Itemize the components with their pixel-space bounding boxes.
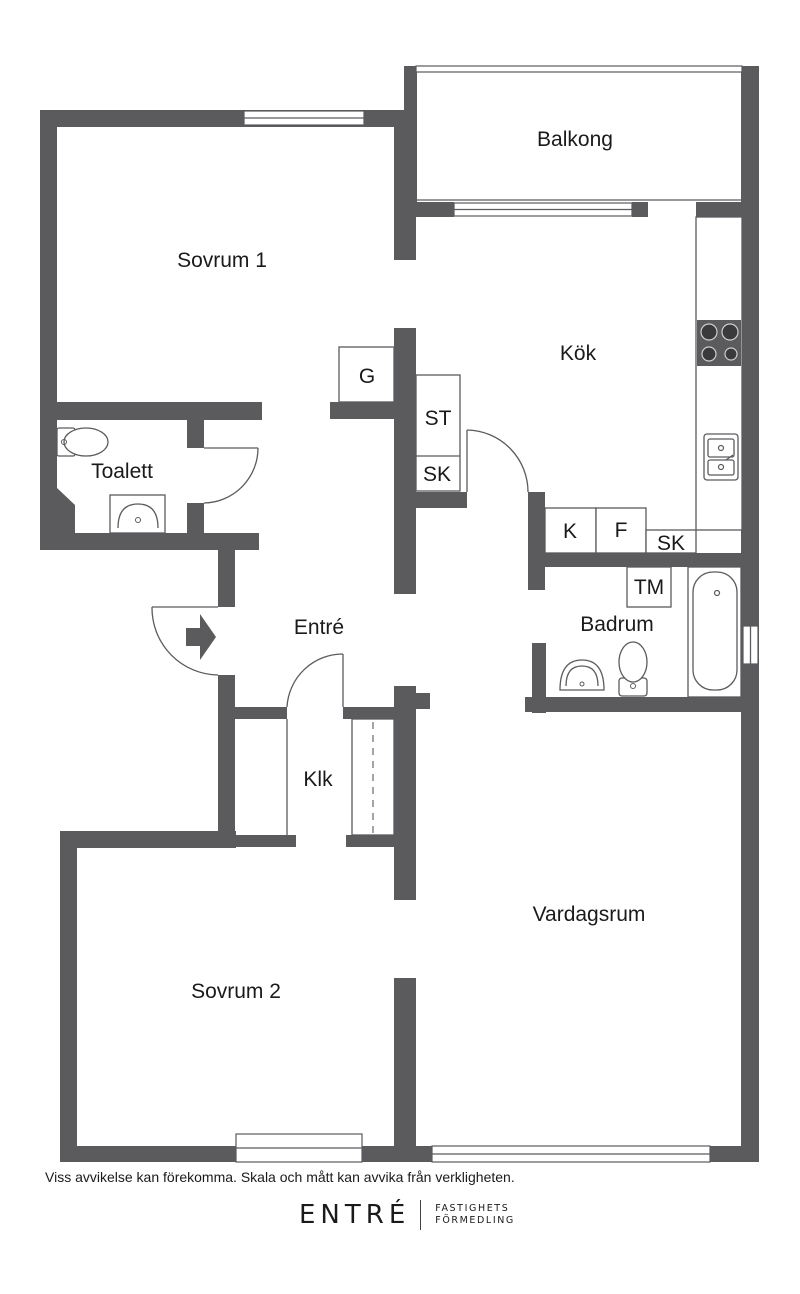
window-vardagsrum: [431, 1145, 711, 1163]
room-label-balkong: Balkong: [537, 128, 613, 151]
wc-toilet-icon: [56, 427, 109, 457]
room-label-toalett: Toalett: [91, 460, 153, 483]
toilet-room-fixtures: [56, 427, 166, 534]
appliance-label-k: K: [563, 520, 577, 543]
windows: [235, 65, 759, 1163]
klk-door: [286, 653, 344, 708]
kitchen-door: [466, 429, 529, 493]
toalett-door: [203, 447, 259, 504]
logo-sub-line1: FASTIGHETS: [435, 1203, 510, 1214]
room-label-vardagsrum: Vardagsrum: [533, 903, 646, 926]
bathroom-toilet-icon: [618, 641, 648, 697]
appliance-labels: G ST SK K F SK TM: [359, 365, 685, 599]
room-label-sovrum1: Sovrum 1: [177, 249, 267, 272]
logo-divider: [420, 1200, 422, 1230]
appliance-label-sk-counter: SK: [657, 532, 685, 555]
window-sovrum1: [243, 110, 365, 126]
room-label-badrum: Badrum: [580, 613, 654, 636]
bathroom-fixtures: [559, 566, 742, 698]
klk-closet: [286, 718, 395, 836]
room-label-klk: Klk: [303, 768, 333, 791]
window-badrum: [742, 625, 759, 665]
logo-sub-line2: FÖRMEDLING: [435, 1215, 515, 1226]
window-kok: [453, 202, 633, 217]
kitchen-fixtures: [338, 216, 743, 554]
bathroom-sink-icon: [559, 659, 605, 691]
logo: ENTRÉ FASTIGHETS FÖRMEDLING: [299, 1200, 515, 1230]
appliance-label-sk-kitchen: SK: [423, 463, 451, 486]
appliance-label-g: G: [359, 365, 375, 388]
appliance-label-tm: TM: [634, 576, 664, 599]
window-sovrum2: [235, 1133, 363, 1163]
appliance-label-f: F: [615, 519, 628, 542]
room-label-entre: Entré: [294, 616, 344, 639]
kitchen-sink-icon: [703, 433, 739, 481]
bathtub-icon: [687, 566, 742, 698]
stove-icon: [697, 320, 741, 366]
disclaimer-text: Viss avvikelse kan förekomma. Skala och …: [45, 1169, 515, 1185]
entrance-door: [151, 606, 219, 676]
window-balkong-top: [415, 65, 743, 73]
room-label-kok: Kök: [560, 342, 597, 365]
logo-name: ENTRÉ: [299, 1200, 411, 1230]
logo-subtitle: FASTIGHETS FÖRMEDLING: [435, 1203, 515, 1227]
appliance-label-st: ST: [425, 407, 452, 430]
room-labels: Balkong Sovrum 1 Kök Toalett Entré Badru…: [91, 128, 654, 1003]
entrance-arrow-icon: [186, 614, 216, 660]
wc-sink-icon: [109, 494, 166, 534]
doors: [151, 429, 529, 836]
room-label-sovrum2: Sovrum 2: [191, 980, 281, 1003]
